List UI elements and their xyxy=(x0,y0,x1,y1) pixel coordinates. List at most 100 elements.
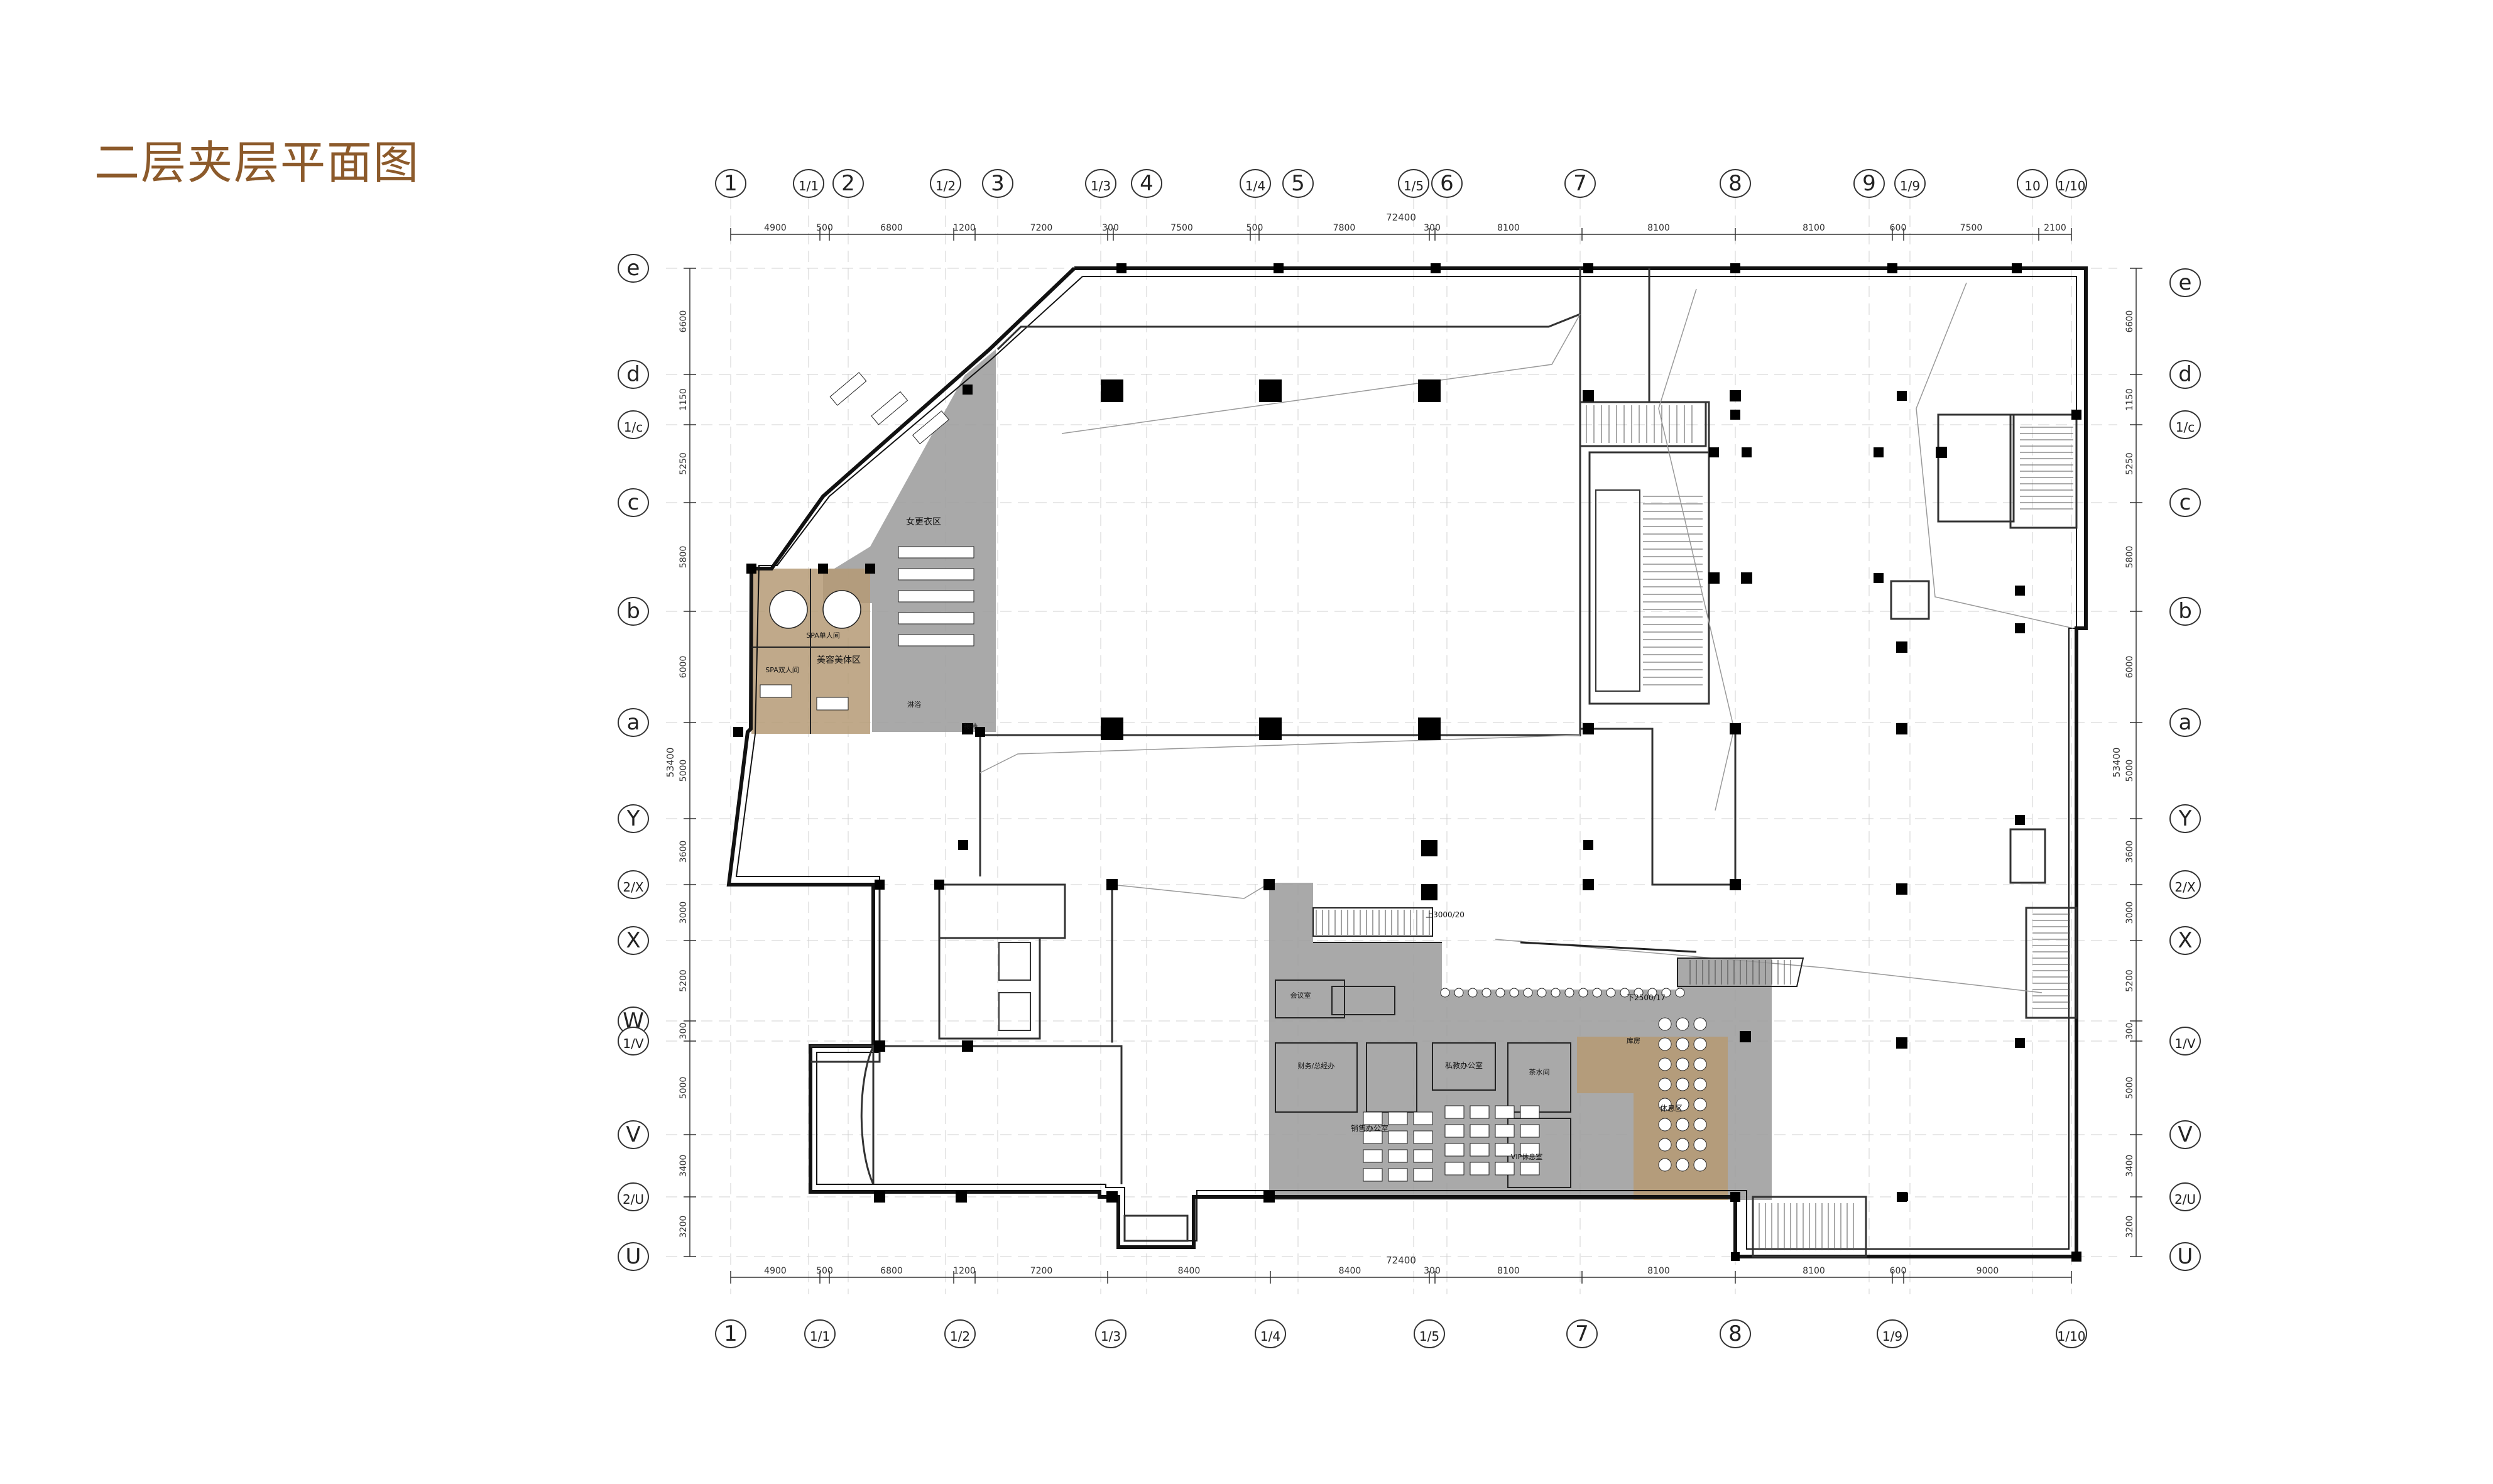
desk xyxy=(1495,1105,1515,1119)
lounge-seat xyxy=(1676,1078,1689,1091)
structural-column xyxy=(1106,1191,1118,1203)
room-labels: 女更衣区美容美体区SPA单人间SPA双人间淋浴接待会议室财务/总经办销售办公室私… xyxy=(765,516,1683,1161)
structural-column xyxy=(1874,573,1884,583)
axis-left-10: 1/V xyxy=(618,1027,649,1056)
dim-left-label: 5000 xyxy=(679,760,689,782)
tan-zone-office xyxy=(1577,1037,1728,1200)
structural-column xyxy=(963,385,973,395)
axis-bubble-circle xyxy=(618,708,649,737)
axis-bubble-circle xyxy=(2056,1319,2087,1348)
seat xyxy=(1675,988,1685,998)
structural-column xyxy=(865,564,875,574)
structural-column xyxy=(1101,379,1123,402)
axis-bubble-label: d xyxy=(626,362,640,387)
axis-left-7: 2/X xyxy=(618,870,649,899)
dim-top-label: 300 xyxy=(1424,223,1441,233)
axis-bubble-circle xyxy=(2169,268,2201,297)
dim-bottom-label: 1200 xyxy=(953,1266,976,1276)
desk xyxy=(1388,1111,1408,1125)
stair-small xyxy=(1123,1214,1189,1242)
room-label-meeting: 会议室 xyxy=(1290,991,1311,1000)
dim-left-label: 3200 xyxy=(679,1216,689,1238)
axis-top-10: 6 xyxy=(1431,169,1463,198)
axis-bubble-circle xyxy=(715,169,746,198)
seat xyxy=(1454,988,1464,998)
axis-bubble-label: c xyxy=(2179,490,2191,515)
walls xyxy=(726,266,2088,1258)
seat xyxy=(1440,988,1450,998)
locker-row xyxy=(898,634,974,647)
office-room xyxy=(1275,1042,1358,1113)
dim-top-label: 500 xyxy=(1246,223,1263,233)
structural-column xyxy=(746,564,756,574)
spa-bed xyxy=(760,684,792,698)
axis-bubble-label: 2/U xyxy=(2174,1192,2196,1207)
axis-bubble-circle xyxy=(2169,1182,2201,1211)
axis-bottom-8: 1/9 xyxy=(1877,1319,1908,1348)
structural-column xyxy=(1740,1031,1751,1042)
axis-bubble-label: U xyxy=(2178,1244,2193,1269)
structural-column xyxy=(1896,723,1907,734)
axis-left-4: b xyxy=(618,597,649,626)
axis-bubble-label: 1/2 xyxy=(936,178,956,194)
axis-bubble-circle xyxy=(804,1319,836,1348)
axis-top-1: 1/1 xyxy=(793,169,824,198)
room-label-spa_double: SPA双人间 xyxy=(765,666,799,674)
axis-bubble-circle xyxy=(2169,870,2201,899)
ramp-up xyxy=(1312,907,1433,937)
axis-bubble-circle xyxy=(1720,169,1751,198)
structural-column xyxy=(1421,884,1437,900)
desk xyxy=(1388,1130,1408,1144)
dim-right-label: 3400 xyxy=(2125,1155,2135,1177)
room-label-ramp_up: 上3000/20 xyxy=(1426,910,1465,919)
axis-bubble-circle xyxy=(1398,169,1429,198)
axis-bubble-label: 9 xyxy=(1862,171,1876,196)
structural-column xyxy=(958,840,968,850)
dim-left-label: 5250 xyxy=(679,452,689,475)
axis-bottom-5: 1/5 xyxy=(1414,1319,1445,1348)
axis-bubble-label: 1 xyxy=(724,171,738,196)
dim-top-label: 1200 xyxy=(953,223,976,233)
desk xyxy=(1444,1162,1465,1176)
axis-bottom-0: 1 xyxy=(715,1319,746,1348)
axis-bottom-6: 7 xyxy=(1566,1319,1598,1348)
room-label-beauty_area: 美容美体区 xyxy=(817,655,861,665)
seat xyxy=(1592,988,1602,998)
axis-bubble-label: 1/1 xyxy=(810,1329,830,1344)
stair-lower-right xyxy=(2025,907,2078,1019)
lounge-seat xyxy=(1658,1078,1672,1091)
dim-bottom-label: 9000 xyxy=(1977,1266,1999,1276)
dim-right-label: 300 xyxy=(2125,1023,2135,1040)
structural-column xyxy=(1583,263,1593,273)
dim-bottom-label: 600 xyxy=(1890,1266,1907,1276)
axis-right-0: e xyxy=(2169,268,2201,297)
axis-right-4: b xyxy=(2169,597,2201,626)
axis-right-2: 1/c xyxy=(2169,410,2201,439)
room-wall xyxy=(810,885,881,1063)
axis-bubble-circle xyxy=(930,169,961,198)
axis-bubble-circle xyxy=(618,870,649,899)
axis-bottom-2: 1/2 xyxy=(944,1319,976,1348)
axis-bubble-circle xyxy=(832,169,864,198)
axis-bottom-4: 1/4 xyxy=(1255,1319,1286,1348)
meeting-table xyxy=(1331,986,1395,1015)
axis-bubble-label: 1/c xyxy=(624,420,643,435)
axis-bubble-circle xyxy=(2169,1027,2201,1056)
exterior-wall xyxy=(726,266,2088,1258)
axis-right-1: d xyxy=(2169,360,2201,389)
dim-top-label: 7800 xyxy=(1333,223,1356,233)
shaft-room xyxy=(938,937,1041,1040)
structural-column xyxy=(875,880,885,890)
structural-column xyxy=(1874,447,1884,457)
axis-bubble-label: 1/V xyxy=(2174,1036,2195,1051)
axis-right-7: 2/X xyxy=(2169,870,2201,899)
structural-column xyxy=(962,1040,973,1052)
axis-bubble-label: 1/5 xyxy=(1419,1329,1439,1344)
exterior-wall-inner xyxy=(735,276,2077,1250)
dim-top-label: 6800 xyxy=(880,223,903,233)
desk xyxy=(1520,1143,1540,1157)
seat xyxy=(1509,988,1519,998)
axis-top-6: 4 xyxy=(1131,169,1162,198)
